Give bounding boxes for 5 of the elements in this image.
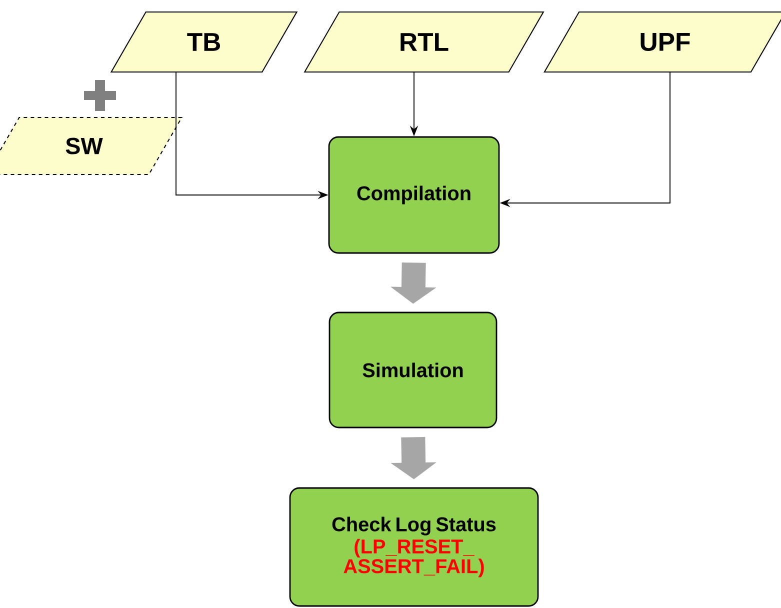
process-box: Check Log Status (LP_RESET_ ASSERT_FAIL) xyxy=(289,487,539,607)
input-parallelogram: SW xyxy=(0,116,183,176)
process-box: Simulation xyxy=(328,312,498,428)
input-parallelogram: UPF xyxy=(544,11,781,73)
process-box: Compilation xyxy=(328,136,500,254)
